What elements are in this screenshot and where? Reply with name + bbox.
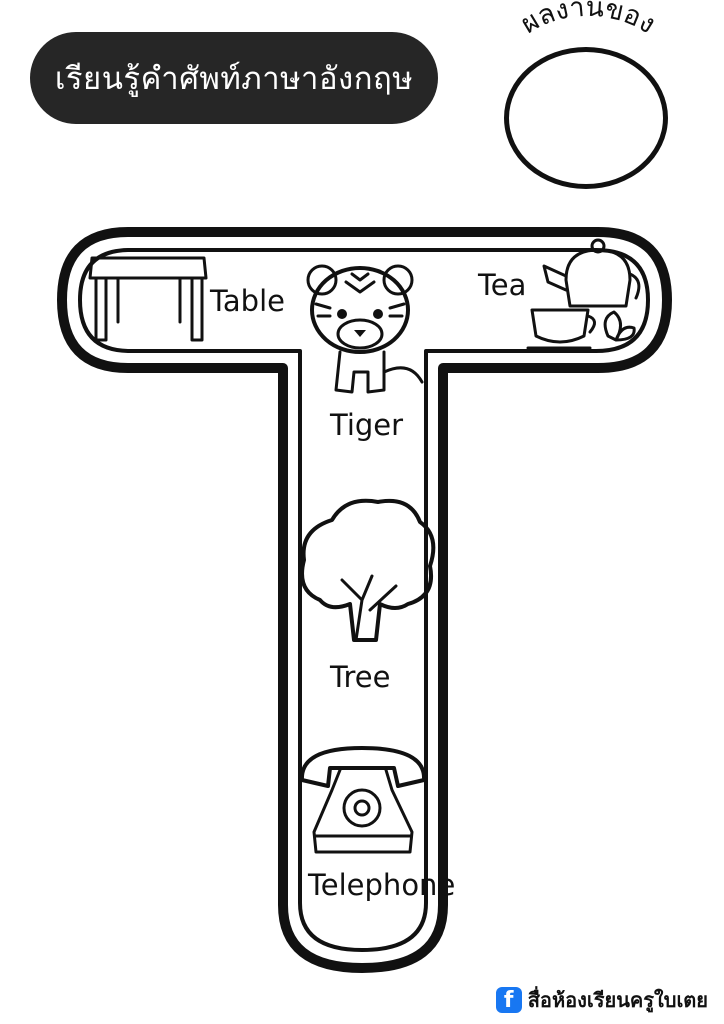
facebook-icon: f [495, 987, 522, 1013]
footer-text: สื่อห้องเรียนครูใบเตย [527, 988, 708, 1012]
owner-label-arc: ผลงานของ [515, 0, 660, 40]
tiger-icon [306, 264, 424, 394]
tea-icon [526, 238, 641, 350]
word-telephone: Telephone [308, 868, 456, 902]
word-tree: Tree [330, 660, 391, 694]
tree-icon [300, 498, 436, 642]
word-tea: Tea [478, 268, 527, 302]
footer-credit[interactable]: f สื่อห้องเรียนครูใบเตย [495, 984, 708, 1016]
page-title: เรียนรู้คำศัพท์ภาษาอังกฤษ [54, 61, 414, 97]
word-tiger: Tiger [330, 408, 404, 442]
telephone-icon [299, 746, 427, 854]
owner-name-circle[interactable] [504, 47, 668, 189]
word-table: Table [210, 284, 285, 318]
title-banner: เรียนรู้คำศัพท์ภาษาอังกฤษ [30, 32, 438, 124]
table-icon [88, 256, 208, 342]
